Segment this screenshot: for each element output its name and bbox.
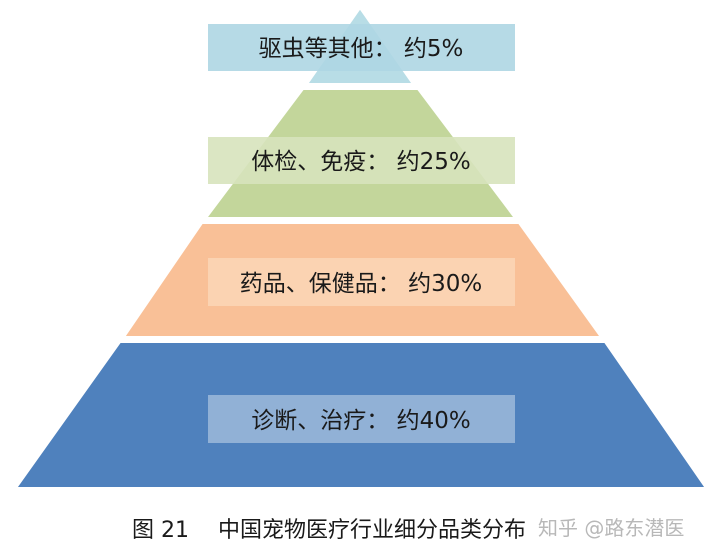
watermark: 知乎 @路东潜医 — [538, 516, 685, 540]
pyramid-label-3: 药品、保健品： 约30% — [240, 271, 482, 297]
pyramid-label-4: 诊断、治疗： 约40% — [251, 408, 470, 434]
figure-title: 中国宠物医疗行业细分品类分布 — [218, 518, 527, 543]
figure-caption: 图 21 中国宠物医疗行业细分品类分布 — [0, 508, 720, 544]
pyramid-label-box-3 — [208, 258, 515, 306]
pyramid-label-box-1 — [208, 24, 515, 71]
pyramid-label-1: 驱虫等其他： 约5% — [259, 36, 464, 62]
pyramid-label-box-4 — [208, 395, 515, 443]
figure-number: 图 21 — [132, 518, 189, 543]
pyramid-label-2: 体检、免疫： 约25% — [251, 149, 470, 175]
pyramid-label-box-2 — [208, 137, 515, 184]
